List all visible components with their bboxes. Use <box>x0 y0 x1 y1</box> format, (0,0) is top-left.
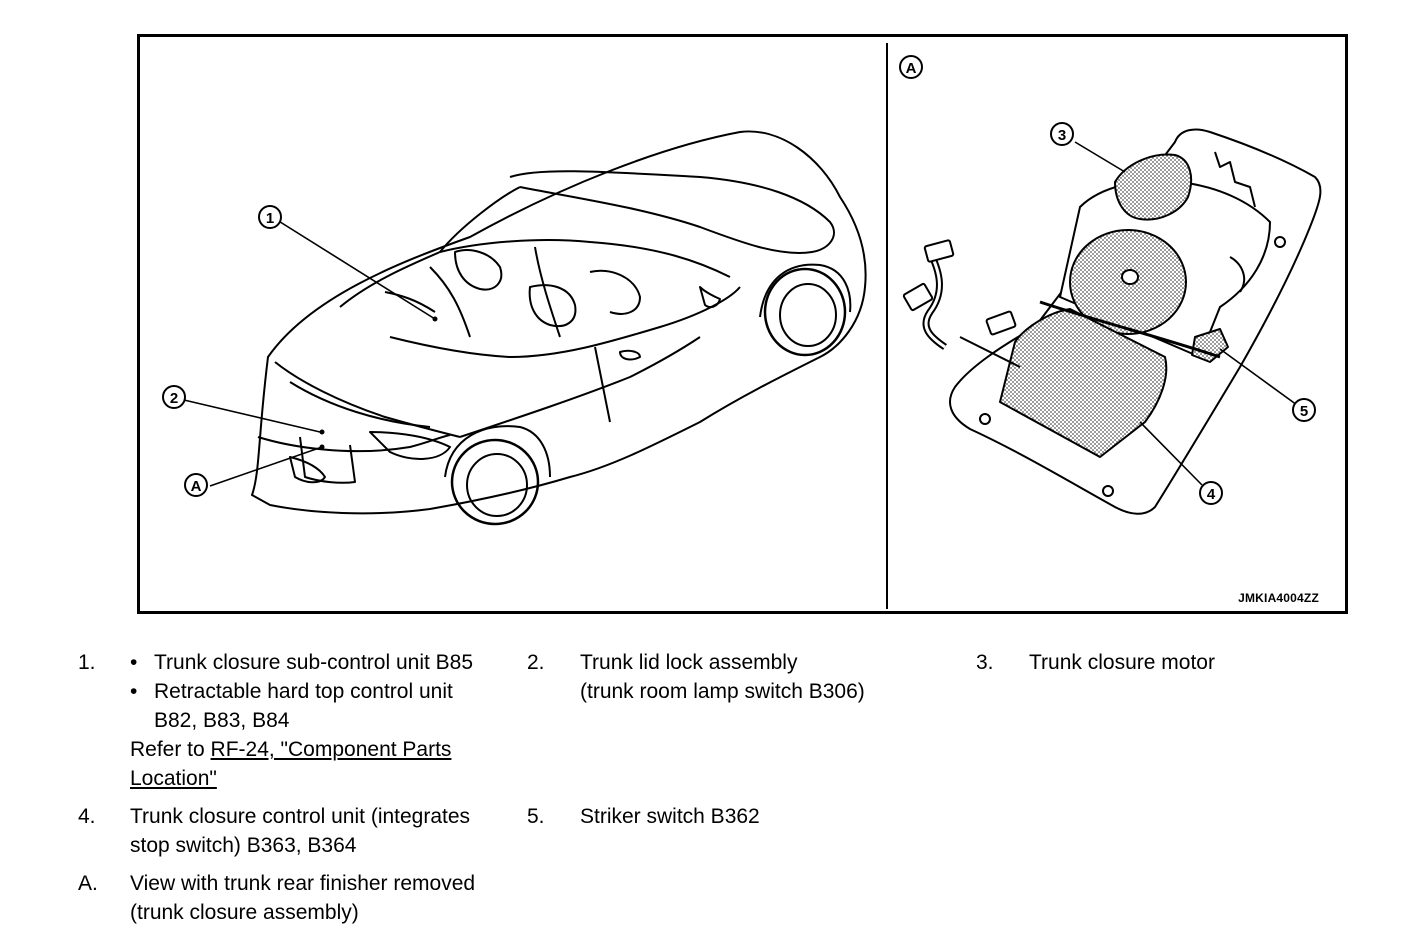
legend-item-4-line-2: stop switch) B363, B364 <box>130 834 357 857</box>
bullet-glyph: • <box>130 651 138 674</box>
leader-lines-left <box>183 219 436 487</box>
legend-item-1-bullet-2: Retractable hard top control unit <box>154 680 453 703</box>
legend-item-1-refer: Refer to RF-24, "Component Parts <box>130 735 451 764</box>
rf-24-link[interactable]: RF-24, "Component Parts <box>210 738 452 761</box>
legend-number-1: 1. <box>78 651 96 674</box>
legend-item-a-line-1: View with trunk rear finisher removed <box>130 872 476 895</box>
leader-lines-right <box>1074 141 1298 486</box>
legend-number-2: 2. <box>527 651 545 674</box>
rf-24-link-cont[interactable]: Location" <box>130 767 217 790</box>
panel-divider <box>886 43 888 609</box>
legend-item-3-line-1: Trunk closure motor <box>1029 651 1215 674</box>
callout-3: 3 <box>1050 122 1074 146</box>
refer-prefix: Refer to <box>130 738 211 761</box>
callout-a-panel-label: A <box>906 60 917 77</box>
component-location-figure: 1 2 A A 3 4 5 JMKIA4004ZZ <box>137 34 1348 614</box>
convertible-car-illustration <box>251 130 867 526</box>
legend-item-4-line-1: Trunk closure control unit (integrates <box>130 805 471 828</box>
legend-letter-a: A. <box>78 872 98 895</box>
callout-3-label: 3 <box>1058 127 1066 144</box>
callout-1-label: 1 <box>266 210 274 227</box>
legend-number-5: 5. <box>527 805 545 828</box>
legend-item-5-line-1: Striker switch B362 <box>580 805 760 828</box>
figure-code: JMKIA4004ZZ <box>1238 591 1319 605</box>
bullet-glyph: • <box>130 680 138 703</box>
legend-item-1-bullet-2-cont: B82, B83, B84 <box>154 709 290 732</box>
legend-item-1-bullet-1: Trunk closure sub-control unit B85 <box>154 651 474 674</box>
callout-2: 2 <box>162 385 186 409</box>
legend-number-3: 3. <box>976 651 994 674</box>
legend-item-a-line-2: (trunk closure assembly) <box>130 901 359 924</box>
callout-2-label: 2 <box>170 390 178 407</box>
legend-item-2-line-1: Trunk lid lock assembly <box>580 651 798 674</box>
callout-1: 1 <box>258 205 282 229</box>
callout-4: 4 <box>1199 481 1223 505</box>
legend-number-4: 4. <box>78 805 96 828</box>
legend-item-2-line-2: (trunk room lamp switch B306) <box>580 680 865 703</box>
figure-drawing: 1 2 A A 3 4 5 <box>162 55 1322 526</box>
callout-5-label: 5 <box>1300 403 1308 420</box>
callout-5: 5 <box>1292 398 1316 422</box>
leader-dots-left <box>319 316 438 450</box>
callout-a-panel: A <box>899 55 923 79</box>
trunk-closure-assembly-illustration <box>902 128 1322 515</box>
callout-a-car: A <box>184 473 208 497</box>
callout-a-car-label: A <box>191 478 202 495</box>
callout-4-label: 4 <box>1207 486 1216 503</box>
